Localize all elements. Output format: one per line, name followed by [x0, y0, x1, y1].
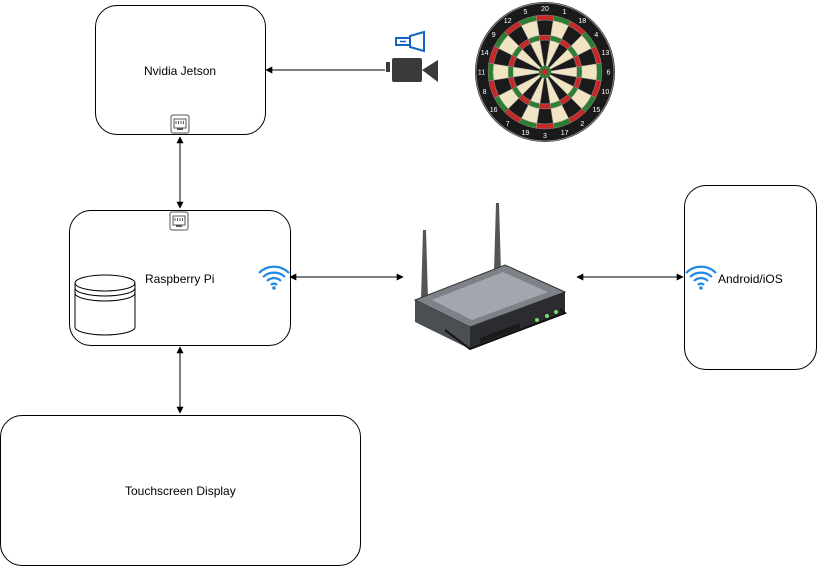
dartboard-number: 6 [607, 70, 611, 77]
dartboard-segment [538, 34, 552, 41]
dartboard-number: 18 [578, 18, 586, 25]
dartboard-number: 5 [523, 9, 527, 16]
camera-icon [386, 58, 438, 82]
raspberry-pi-label: Raspberry Pi [145, 272, 215, 286]
dartboard-number: 13 [601, 50, 609, 57]
dartboard-number: 10 [601, 89, 609, 96]
dartboard-segment [536, 108, 554, 125]
dartboard-segment [581, 63, 598, 81]
dartboard-number: 9 [492, 32, 496, 39]
dartboard-icon: 20 1 18 4 13 6 10 15 2 17 3 19 7 16 8 11 14 9 12 5 [475, 2, 615, 142]
dartboard-segment [576, 65, 583, 79]
nvidia-jetson-box [95, 5, 266, 135]
flashlight-icon [395, 30, 425, 53]
dartboard-number: 8 [483, 89, 487, 96]
dartboard-number: 1 [563, 9, 567, 16]
wifi-icon [258, 265, 290, 290]
ethernet-port-icon [169, 211, 189, 231]
dartboard-number: 2 [580, 121, 584, 128]
database-icon [74, 274, 136, 336]
router-icon [413, 203, 567, 351]
dartboard-number: 12 [504, 18, 512, 25]
wifi-icon [685, 265, 717, 290]
dartboard-segment [596, 62, 603, 82]
nvidia-jetson-label: Nvidia Jetson [144, 64, 217, 78]
dartboard-segment [535, 123, 555, 130]
dartboard-number: 20 [541, 6, 549, 13]
dartboard-segment [536, 19, 554, 36]
touchscreen-display-label: Touchscreen Display [125, 484, 236, 498]
android-ios-label: Android/iOS [718, 272, 783, 286]
dartboard-segment [535, 14, 555, 21]
dartboard-number: 17 [561, 130, 569, 137]
dartboard-segment [487, 62, 494, 82]
dartboard-number: 11 [478, 70, 485, 77]
dartboard-number: 3 [543, 133, 547, 140]
dartboard-segment [507, 65, 514, 79]
dartboard-number: 4 [594, 32, 598, 39]
dartboard-segment [518, 15, 538, 26]
dartboard-number: 19 [521, 130, 529, 137]
android-ios-box [684, 185, 817, 370]
dartboard-segment [538, 103, 552, 110]
dartboard-number: 16 [490, 107, 498, 114]
ethernet-port-icon [170, 114, 190, 134]
dartboard-number: 14 [481, 50, 489, 57]
dartboard-number: 7 [506, 121, 510, 128]
dartboard-segment [492, 63, 509, 81]
dartboard-number: 15 [592, 107, 600, 114]
